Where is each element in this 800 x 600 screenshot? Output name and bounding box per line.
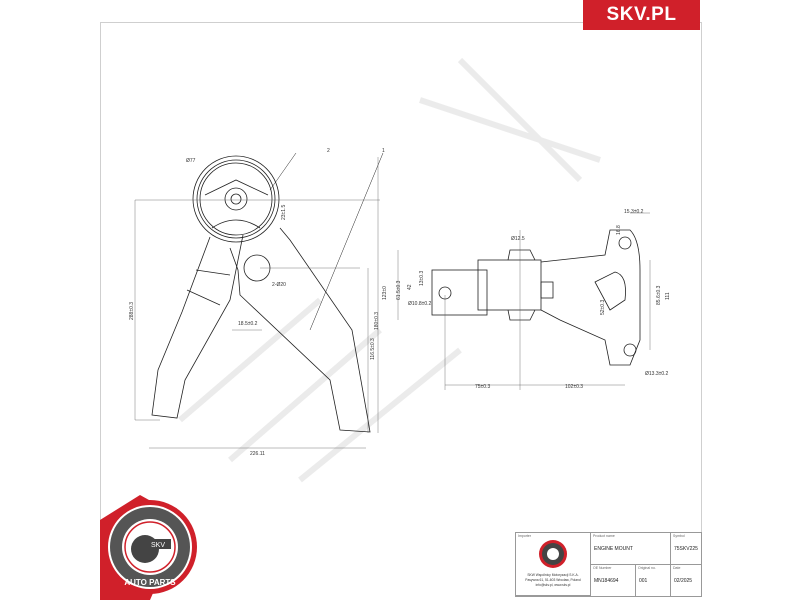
company-address: Pasywna 61, 51-603 Wrocław, Poland bbox=[525, 578, 581, 582]
dimension-label: 13±0.3 bbox=[419, 271, 425, 286]
importer-logo bbox=[539, 540, 567, 568]
watermark bbox=[178, 57, 601, 483]
dimension-label: Ø13.3±0.2 bbox=[645, 371, 669, 377]
dimension-label: 1 bbox=[382, 148, 385, 154]
dimension-label: 85.6±0.3 bbox=[656, 285, 662, 305]
brand-banner[interactable]: SKV.PL bbox=[583, 0, 700, 30]
dimension-label: 180±0.3 bbox=[374, 312, 380, 330]
drawing-frame bbox=[100, 22, 702, 597]
oe-number-cell: OE Number MN184694 bbox=[591, 565, 636, 596]
product-name-cell: Product name ENGINE MOUNT bbox=[591, 533, 671, 565]
dimension-label: 42 bbox=[407, 284, 413, 290]
dimension-label: Ø10.8±0.2 bbox=[408, 301, 432, 307]
company-contact: info@skv.pl, www.skv.pl bbox=[535, 583, 571, 587]
dimension-label: 123±0 bbox=[382, 286, 388, 300]
dimension-label: 18.5±0.2 bbox=[238, 321, 258, 327]
dimension-label: 226.11 bbox=[250, 451, 265, 457]
dimension-label: 116.5±0.3 bbox=[370, 338, 376, 360]
dimension-label: 15.3±0.2 bbox=[624, 209, 644, 215]
title-block: Importer SKW Wspólnicy Motoryzacji S.K.A… bbox=[515, 532, 702, 597]
dimension-label: 75±0.3 bbox=[475, 384, 490, 390]
side-view bbox=[431, 229, 641, 366]
importer-cell: Importer SKW Wspólnicy Motoryzacji S.K.A… bbox=[516, 533, 591, 596]
seal-center-text: SKV bbox=[151, 542, 165, 549]
front-dim-lines bbox=[134, 157, 380, 449]
dimension-label: 102±0.3 bbox=[565, 384, 583, 390]
side-dim-lines bbox=[397, 212, 651, 390]
dimension-label: 2 bbox=[327, 148, 330, 154]
dimension-label: 23±1.5 bbox=[281, 205, 287, 220]
symbol-cell: Symbol 75SKV225 bbox=[671, 533, 701, 565]
seal-bottom-text: AUTO PARTS bbox=[124, 578, 176, 587]
dimension-label: 52±0.3 bbox=[600, 300, 606, 315]
drawing-number-cell: Original no. 001 bbox=[636, 565, 671, 596]
skv-seal-logo: SKV AUTO PARTS bbox=[103, 500, 197, 594]
dimension-label: 288±0.3 bbox=[129, 302, 135, 320]
company-name: SKW Wspólnicy Motoryzacji S.K.A. bbox=[527, 573, 579, 577]
dimension-label: 2-Ø20 bbox=[272, 282, 286, 288]
front-dim-labels: Ø77 2 1 23±1.5 2-Ø20 18.5±0.2 288±0.3 12… bbox=[129, 148, 388, 457]
front-view bbox=[151, 152, 384, 433]
dimension-label: 16.8 bbox=[616, 225, 622, 235]
dimension-label: Ø77 bbox=[186, 158, 196, 164]
dimension-label: Ø12.5 bbox=[511, 236, 525, 242]
dimension-label: 61.5±0.3 bbox=[396, 280, 402, 300]
side-dim-labels: Ø12.5 15.3±0.2 16.8 61.5±0.3 42 13±0.3 Ø… bbox=[396, 209, 671, 390]
dimension-label: 111 bbox=[665, 292, 671, 300]
date-cell: Date 02/2025 bbox=[673, 566, 693, 584]
